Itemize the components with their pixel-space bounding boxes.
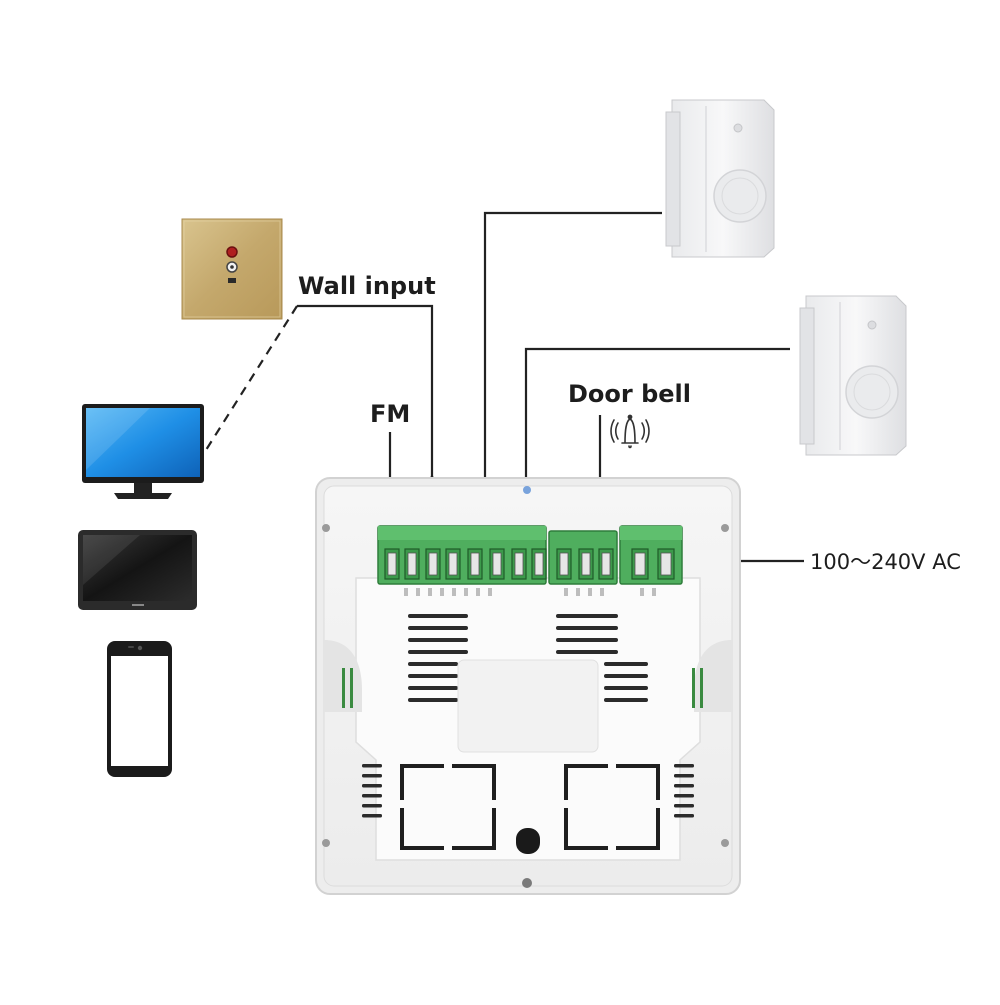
terminal-screw [581, 552, 591, 576]
terminal-screw [428, 552, 438, 576]
terminal-screw [660, 552, 672, 576]
terminal-screw [559, 552, 569, 576]
monitor-icon [82, 404, 204, 499]
bell-icon [610, 414, 650, 449]
label-power: 100～240V AC [810, 550, 961, 574]
label-door-bell: Door bell [568, 380, 691, 408]
terminal-screw [470, 552, 480, 576]
label-wall-input: Wall input [298, 272, 436, 300]
tablet-icon [78, 530, 197, 610]
terminal-screw [387, 552, 397, 576]
terminal-screw [407, 552, 417, 576]
terminal-screw [601, 552, 611, 576]
terminal-screw [634, 552, 646, 576]
terminal-screw [514, 552, 524, 576]
wire-speaker-1 [483, 211, 662, 480]
audio-wall-plate-icon [181, 218, 283, 320]
wire-dashed-source-link [205, 305, 298, 451]
terminal-slots [384, 548, 675, 580]
terminal-screw [534, 552, 544, 576]
smartphone-icon [107, 641, 172, 777]
wire-wall-input [297, 304, 434, 476]
wall-speaker-icon [799, 295, 907, 456]
wire-speaker-2 [524, 347, 790, 480]
wall-speaker-icon [665, 99, 775, 258]
terminal-screw [448, 552, 458, 576]
terminal-screw [492, 552, 502, 576]
label-fm: FM [370, 400, 410, 428]
